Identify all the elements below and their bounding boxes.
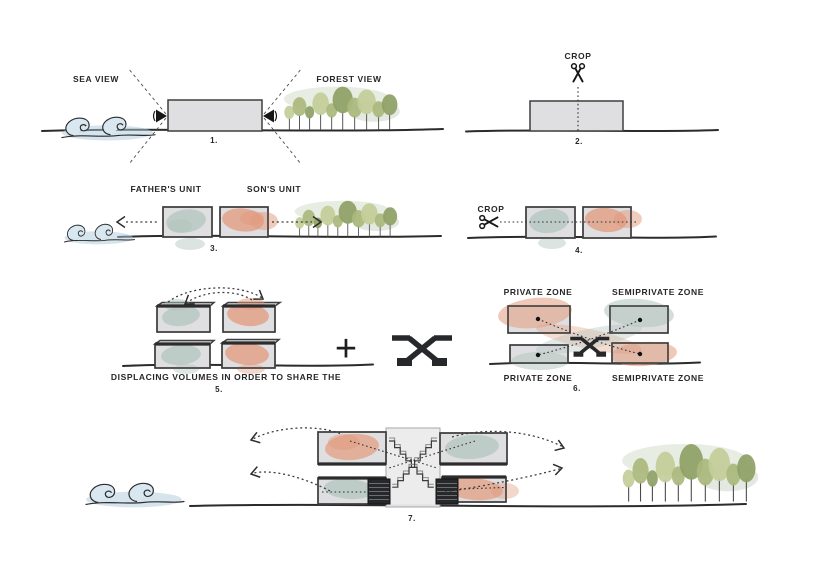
- step5-number: 5.: [215, 385, 223, 394]
- swap-arrow: [185, 291, 253, 304]
- semiprivate-zone-top-label: SEMIPRIVATE ZONE: [612, 287, 704, 297]
- view-arrow: [251, 427, 341, 441]
- step3-graphics: [63, 200, 442, 250]
- step4-graphics: [467, 206, 717, 249]
- private-zone-top-label: PRIVATE ZONE: [503, 287, 573, 297]
- sons-unit-label: SON'S UNIT: [246, 184, 302, 194]
- step2-graphics: [465, 62, 719, 133]
- step7-graphics: [85, 427, 759, 508]
- building-volume: [529, 100, 624, 132]
- step6-graphics: [489, 297, 701, 370]
- step1-number: 1.: [210, 136, 218, 145]
- step2-number: 2.: [575, 137, 583, 146]
- sea-view-label: SEA VIEW: [72, 74, 120, 84]
- step7-number: 7.: [408, 514, 416, 523]
- fathers-unit-label: FATHER'S UNIT: [130, 184, 202, 194]
- crop-label-step4: CROP: [477, 204, 505, 214]
- stair-flight: [392, 440, 437, 488]
- step3-number: 3.: [210, 244, 218, 253]
- crop-label-step2: CROP: [564, 51, 592, 61]
- step5-graphics: [122, 287, 374, 374]
- step4-number: 4.: [575, 246, 583, 255]
- forest-view-label: FOREST VIEW: [316, 74, 382, 84]
- step1-graphics: [41, 67, 444, 165]
- plus-operator: +: [334, 328, 358, 370]
- crossing-stairs-icon: [392, 338, 452, 366]
- view-arrow: [251, 471, 331, 492]
- swap-arrow: [167, 287, 263, 303]
- step5-caption: DISPLACING VOLUMES IN ORDER TO SHARE THE: [110, 372, 342, 382]
- step6-number: 6.: [573, 384, 581, 393]
- private-zone-bottom-label: PRIVATE ZONE: [503, 373, 573, 383]
- building-volume: [167, 99, 263, 132]
- semiprivate-zone-bottom-label: SEMIPRIVATE ZONE: [612, 373, 704, 383]
